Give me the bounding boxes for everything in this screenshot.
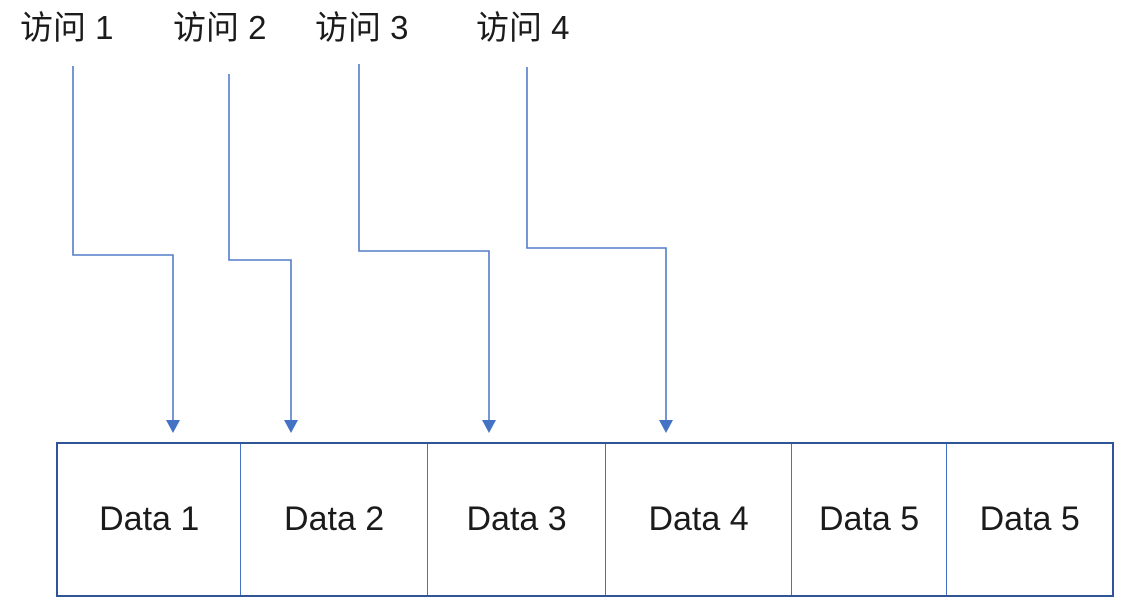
arrowhead-icon: [166, 420, 180, 433]
access-label-1: 访问 1: [20, 9, 114, 46]
data-cell-6: Data 5: [947, 444, 1112, 595]
data-cell-label: Data 2: [284, 500, 385, 538]
access-label-2: 访问 2: [173, 9, 267, 46]
data-cell-4: Data 4: [606, 444, 792, 595]
data-cell-2: Data 2: [241, 444, 428, 595]
access-label-3: 访问 3: [315, 9, 409, 46]
arrowhead-icon: [659, 420, 673, 433]
arrowhead-icon: [284, 420, 298, 433]
data-cell-label: Data 4: [648, 500, 749, 538]
data-cell-1: Data 1: [58, 444, 242, 595]
connector-line-2: [228, 74, 292, 421]
data-cell-3: Data 3: [428, 444, 607, 595]
data-cell-label: Data 5: [979, 500, 1080, 538]
data-cell-label: Data 3: [466, 500, 567, 538]
connector-line-1: [72, 66, 174, 421]
connector-line-3: [358, 64, 490, 421]
data-cell-label: Data 5: [818, 500, 920, 538]
arrowhead-icon: [482, 420, 496, 433]
access-label-4: 访问 4: [476, 9, 570, 46]
data-cell-label: Data 1: [99, 500, 200, 538]
data-array-row: Data 1 Data 2 Data 3 Data 4 Data 5 Data …: [56, 442, 1114, 597]
connector-line-4: [526, 67, 667, 421]
data-cell-5: Data 5: [792, 444, 948, 595]
